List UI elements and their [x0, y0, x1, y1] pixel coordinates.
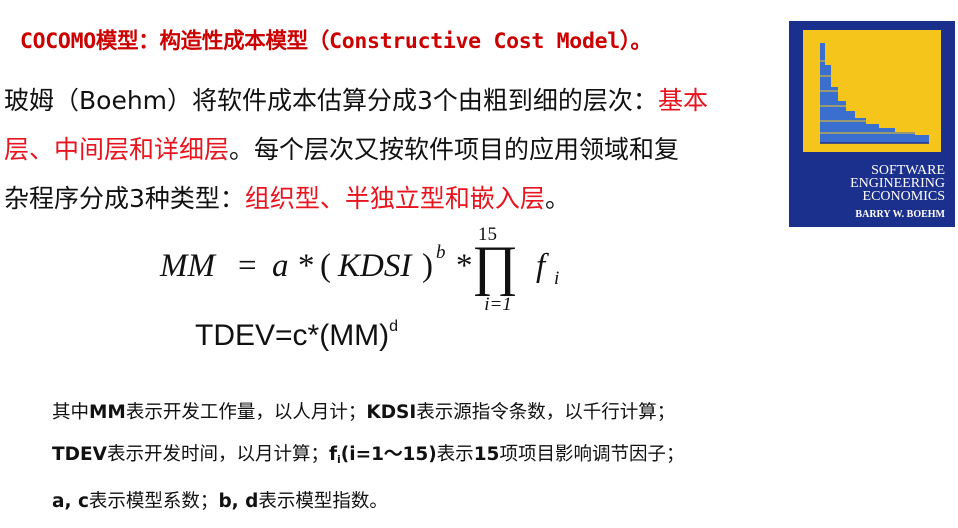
notes-segment: 表示开发工作量，以人月计； [125, 402, 367, 423]
intro-text: 。 [544, 184, 570, 213]
formula-star: * [456, 248, 473, 284]
tdev-exp: d [389, 318, 399, 335]
notes-segment: 表示模型指数。 [258, 491, 388, 512]
formula-exp: b [436, 242, 446, 263]
tdev-formula: TDEV=c*(MM)d [195, 318, 398, 353]
intro-paragraph: 玻姆（Boehm）将软件成本估算分成3个由粗到细的层次：基本 层、中间层和详细层… [4, 76, 764, 223]
intro-text: 杂程序分成3种类型： [4, 184, 245, 213]
intro-line-1: 玻姆（Boehm）将软件成本估算分成3个由粗到细的层次：基本 [4, 76, 764, 125]
cocomo-formula: MM = a * ( KDSI ) b * 15 ∏ i=1 f i [159, 222, 590, 322]
notes-segment: (i=1～15) [340, 444, 437, 465]
notes-segment: 项项目影响调节因子； [499, 444, 685, 465]
notes-line-1: 其中MM表示开发工作量，以人月计；KDSI表示源指令条数，以千行计算； [52, 392, 932, 434]
notes-segment: TDEV [52, 444, 107, 465]
formula-rparen: ) [422, 248, 433, 284]
formula-prod-upper: 15 [478, 224, 497, 245]
book-cover-image: SOFTWARE ENGINEERING ECONOMICS BARRY W. … [789, 21, 955, 227]
formula-star: * [298, 248, 315, 284]
notes-line-2: TDEV表示开发时间，以月计算；fi(i=1～15)表示15项项目影响调节因子； [52, 434, 932, 481]
slide-title: COCOMO模型：构造性成本模型（Constructive Cost Model… [20, 29, 652, 54]
formula-equals: = [238, 248, 257, 284]
notes-segment: KDSI [366, 402, 417, 423]
formula-factor: f [536, 248, 549, 284]
formula-coef: a [272, 248, 289, 284]
book-title-line1: SOFTWARE [871, 163, 945, 178]
notes-segment: f [328, 444, 338, 465]
book-author: BARRY W. BOEHM [855, 209, 945, 220]
formula-lparen: ( [320, 248, 331, 284]
notes-segment: 15 [473, 444, 500, 465]
notes-segment: b, d [218, 491, 259, 512]
formula-var: KDSI [337, 248, 413, 284]
notes-line-3: a, c表示模型系数；b, d表示模型指数。 [52, 481, 932, 523]
formula-factor-sub: i [554, 268, 559, 289]
book-cover-chart [820, 43, 929, 143]
notes-segment: 表示模型系数； [88, 491, 219, 512]
book-title-line2: ENGINEERING [850, 176, 945, 191]
intro-text: 玻姆（Boehm）将软件成本估算分成3个由粗到细的层次： [4, 86, 658, 115]
intro-text: 。每个层次又按软件项目的应用领域和复 [229, 135, 680, 164]
formula-product-symbol: ∏ [472, 235, 518, 297]
notes-paragraph: 其中MM表示开发工作量，以人月计；KDSI表示源指令条数，以千行计算； TDEV… [52, 392, 932, 523]
formula-lhs: MM [159, 248, 216, 284]
notes-segment: 其中 [52, 402, 90, 423]
book-title-line3: ECONOMICS [863, 189, 945, 204]
intro-line-3: 杂程序分成3种类型：组织型、半独立型和嵌入层。 [4, 174, 764, 223]
notes-segment: 表示开发时间，以月计算； [106, 444, 329, 465]
highlight-text: 基本 [657, 86, 708, 115]
book-cover-art: SOFTWARE ENGINEERING ECONOMICS BARRY W. … [789, 21, 955, 227]
highlight-text: 组织型、半独立型和嵌入层 [244, 184, 545, 213]
notes-segment: MM [89, 402, 126, 423]
notes-segment: 表示源指令条数，以千行计算； [416, 402, 676, 423]
highlight-text: 层、中间层和详细层 [4, 135, 230, 164]
notes-segment: a, c [52, 491, 89, 512]
tdev-base: TDEV=c*(MM) [195, 319, 390, 352]
intro-line-2: 层、中间层和详细层。每个层次又按软件项目的应用领域和复 [4, 125, 764, 174]
notes-segment: 表示 [436, 444, 474, 465]
notes-segment: i [337, 453, 341, 466]
book-cover-chart-lines [820, 60, 919, 134]
formula-prod-lower: i=1 [484, 294, 512, 315]
